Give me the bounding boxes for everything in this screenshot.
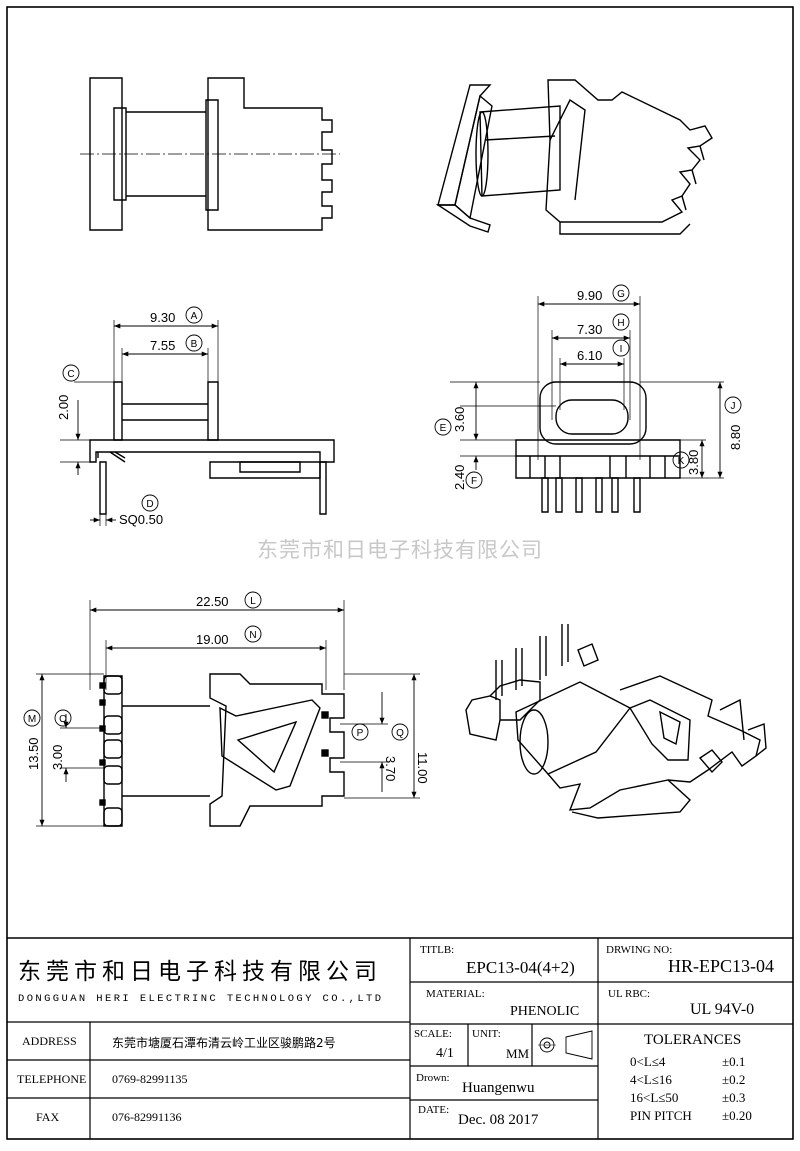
company-name-en: DONGGUAN HERI ELECTRINC TECHNOLOGY CO.,L… [18,993,384,1005]
label-i: I [620,344,623,355]
title-label: TITLB: [420,944,455,956]
label-c: C [67,369,74,380]
dim-p-text: 3.70 [383,756,398,781]
dim-q-text: 11.00 [415,752,430,784]
front-view-right [434,284,742,513]
tolerance-value-2: ±0.3 [722,1090,746,1105]
dim-l-text: 22.50 [196,594,229,609]
tolerance-range-3: PIN PITCH [630,1108,692,1123]
tolerance-range-1: 4<L≤16 [630,1072,672,1087]
title-value: EPC13-04(4+2) [466,958,575,977]
dim-b-text: 7.55 [150,338,175,353]
label-j: J [731,401,736,412]
label-h: H [617,318,624,329]
material-label: MATERIAL: [426,988,485,1000]
label-m: M [28,714,36,725]
unit-value: MM [506,1046,530,1061]
drawing-no-label: DRWING NO: [606,944,673,956]
telephone-value: 0769-82991135 [112,1072,188,1086]
top-view [80,77,340,231]
dim-a-text: 9.30 [150,310,175,325]
ul-value: UL 94V-0 [690,1001,755,1018]
dim-k-text: 3.80 [686,450,701,475]
fax-label: FAX [36,1110,60,1124]
unit-label: UNIT: [472,1028,501,1040]
date-label: DATE: [418,1104,450,1116]
dim-d-text: SQ0.50 [119,512,163,527]
label-p: P [357,728,364,739]
fax-value: 076-82991136 [112,1110,182,1124]
dim-o-text: 3.00 [50,745,65,770]
dim-g-text: 9.90 [577,288,602,303]
drawn-value: Huangenwu [462,1080,535,1096]
iso-view-top [435,79,713,235]
tolerance-value-0: ±0.1 [722,1054,746,1069]
tolerance-value-1: ±0.2 [722,1072,746,1087]
label-q: Q [396,728,404,739]
dim-h-text: 7.30 [577,322,602,337]
dim-f-text: 2.40 [452,465,467,490]
tolerances-title: TOLERANCES [644,1032,742,1048]
material-value: PHENOLIC [510,1004,580,1019]
label-k: K [678,456,685,467]
watermark-text: 东莞市和日电子科技有限公司 [257,538,543,562]
dim-i-text: 6.10 [577,348,602,363]
address-label: ADDRESS [22,1034,77,1048]
company-name-cn: 东莞市和日电子科技有限公司 [18,959,382,985]
drawn-label: Drown: [416,1072,450,1084]
tolerance-range-2: 16<L≤50 [630,1090,679,1105]
label-l: L [250,596,256,607]
bottom-view [23,591,420,827]
label-o: O [59,714,67,725]
date-value: Dec. 08 2017 [458,1112,539,1128]
label-n: N [249,630,256,641]
dim-m-text: 13.50 [26,737,41,770]
dim-e-text: 3.60 [452,407,467,432]
iso-view-bottom [465,624,767,819]
tolerance-value-3: ±0.20 [722,1108,752,1123]
label-b: B [191,339,198,350]
dim-j-text: 8.80 [728,425,743,450]
dim-c-text: 2.00 [56,395,71,420]
scale-value: 4/1 [436,1046,454,1061]
title-block-grid [7,937,793,1139]
label-d: D [146,499,153,510]
drawing-no-value: HR-EPC13-04 [668,956,775,976]
tolerance-range-0: 0<L≤4 [630,1054,666,1069]
address-value: 东莞市塘厦石潭布清云岭工业区骏鹏路2号 [112,1036,336,1050]
scale-label: SCALE: [414,1028,452,1040]
ul-label: UL RBC: [608,988,651,1000]
sheet-border [6,6,794,1140]
label-e: E [440,423,447,434]
front-view-left [60,306,335,526]
dim-n-text: 19.00 [196,632,229,647]
label-f: F [471,476,477,487]
telephone-label: TELEPHONE [17,1072,87,1086]
label-a: A [191,311,198,322]
label-g: G [617,289,625,300]
